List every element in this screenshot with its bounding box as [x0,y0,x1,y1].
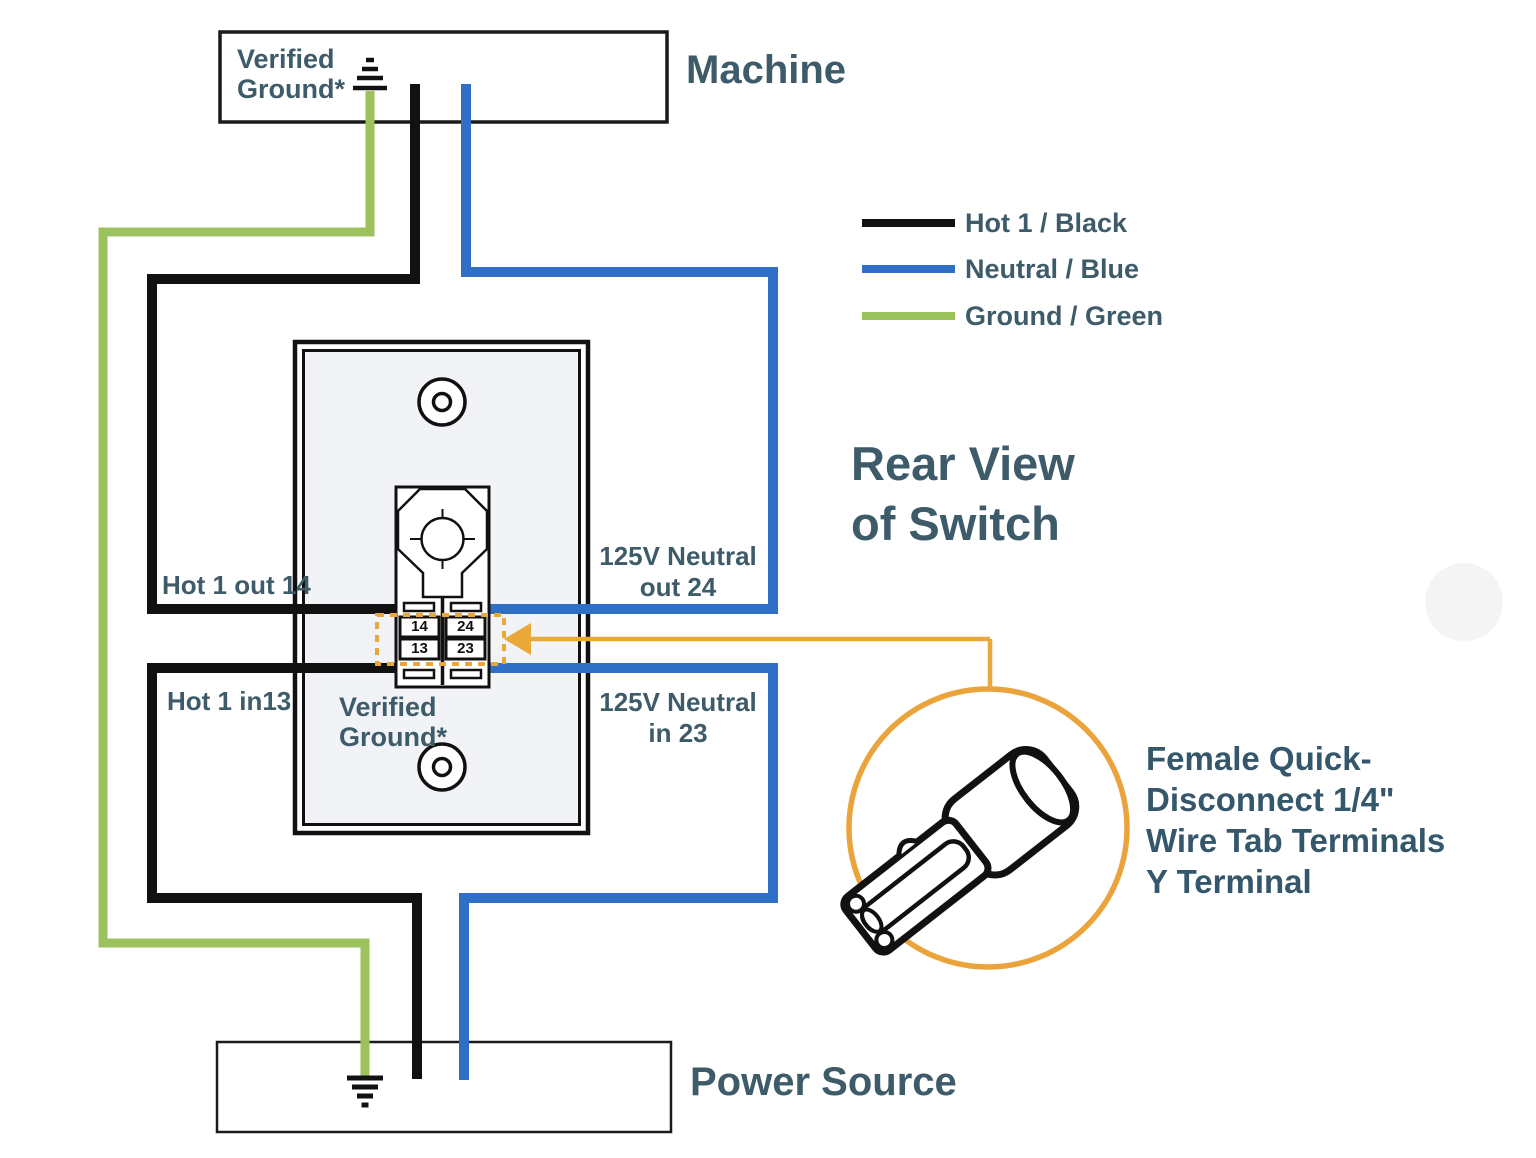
terminal-box-13 [398,637,441,661]
legend-label-neutral-blue: Neutral / Blue [965,254,1140,284]
terminal-number-24: 24 [457,618,474,635]
rear-view-title: Rear View of Switch [851,434,1075,554]
legend-swatch-ground-green [862,312,955,320]
terminal-number-13: 13 [411,640,428,657]
power-source-box [215,1040,673,1134]
neutral-in-line1: 125V Neutral [599,687,757,717]
quick-disconnect-callout-text: Female Quick- Disconnect 1/4" Wire Tab T… [1146,738,1445,902]
legend-swatch-hot-black [862,219,955,227]
verified-ground-switch-line2: Ground* [339,722,447,752]
neutral-out-wire [455,84,778,614]
terminal-highlight-box [375,613,506,666]
neutral-in-line2: in 23 [648,718,708,748]
legend-label-ground-green: Ground / Green [965,301,1164,331]
callout-line1: Female Quick- [1146,740,1372,777]
verified-ground-machine-line2: Ground* [237,74,345,104]
machine-box [218,30,669,124]
terminal-box-24 [444,615,487,639]
neutral-out-label: 125V Neutral out 24 [592,541,764,603]
callout-line4: Y Terminal [1146,863,1312,900]
machine-label: Machine [686,48,847,92]
legend-label-hot-black: Hot 1 / Black [965,208,1128,238]
hot-in-label: Hot 1 in13 [167,686,292,716]
faint-circle [1425,563,1503,641]
ground-wire [98,91,375,1076]
hot-out-wire [147,84,455,614]
hot-in-wire [147,663,455,1079]
callout-arrow [504,623,993,687]
terminal-number-23: 23 [457,640,474,657]
quick-disconnect-terminal-illustration [840,746,1080,956]
mount-screw [420,516,465,562]
verified-ground-switch-line1: Verified [339,692,437,722]
verified-ground-label-switch: Verified Ground* [339,692,447,752]
power-source-label: Power Source [690,1060,957,1104]
terminal-number-14: 14 [411,618,428,635]
ground-symbol-power [347,1075,383,1108]
rear-view-title-line1: Rear View [851,437,1075,490]
neutral-out-line2: out 24 [639,572,717,602]
switch-mechanism [394,485,491,689]
neutral-in-label: 125V Neutral in 23 [592,687,764,749]
callout-line2: Disconnect 1/4" [1146,781,1395,818]
ground-symbol-machine [353,57,387,91]
verified-ground-label-machine: Verified Ground* [237,44,345,104]
neutral-out-line1: 125V Neutral [599,541,757,571]
callout-line3: Wire Tab Terminals [1146,822,1446,859]
verified-ground-machine-line1: Verified [237,44,335,74]
hot-out-label: Hot 1 out 14 [162,570,311,600]
rear-view-title-line2: of Switch [851,497,1060,550]
neutral-in-wire [455,663,778,1080]
terminal-box-23 [444,637,487,661]
legend-swatch-neutral-blue [862,265,955,273]
